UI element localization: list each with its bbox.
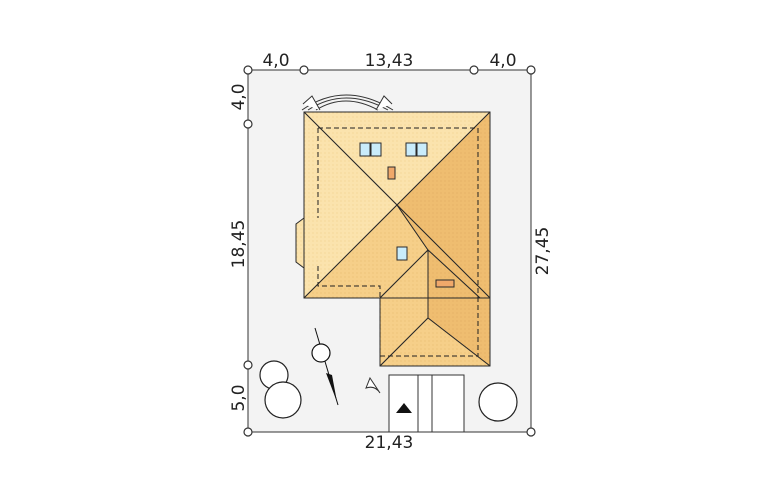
dim-top-right: 4,0 [489, 51, 516, 71]
skylights [359, 142, 428, 261]
dimension-lines [247, 69, 532, 433]
dim-left-bottom: 5,0 [229, 384, 249, 411]
side-bay [295, 217, 305, 269]
dim-left-top: 4,0 [229, 83, 249, 110]
chimney [387, 166, 396, 180]
chimney-2 [435, 279, 455, 288]
wall-outline [317, 127, 479, 357]
dim-house-depth: 18,45 [229, 220, 249, 269]
dim-top-left: 4,0 [262, 51, 289, 71]
compass-north-arrow-icon [311, 327, 339, 406]
terrace [301, 94, 394, 111]
dim-house-width: 13,43 [365, 51, 414, 71]
tree-icon [259, 360, 518, 422]
driveway [388, 374, 465, 433]
house-roof [303, 111, 491, 367]
porch-arc [365, 376, 381, 394]
dim-total-width: 21,43 [365, 433, 414, 453]
entrance-triangle-icon [396, 403, 412, 413]
dim-total-depth: 27,45 [533, 227, 553, 276]
dimension-ticks [243, 65, 536, 437]
